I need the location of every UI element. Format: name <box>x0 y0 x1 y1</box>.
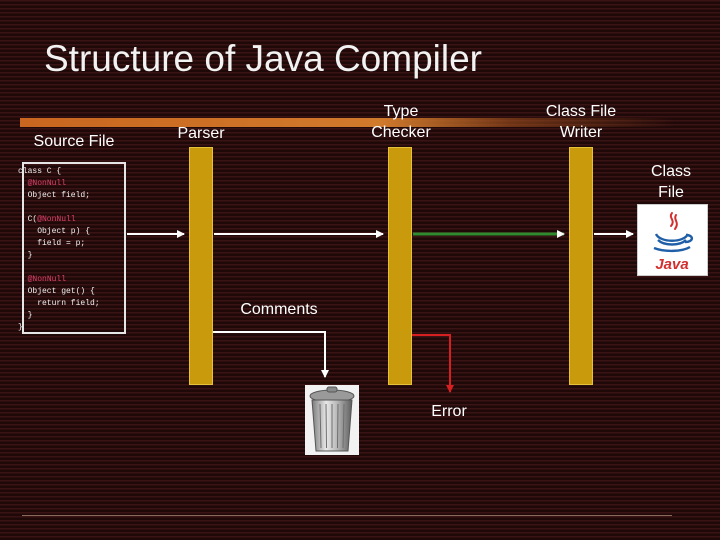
class-file-label: Class File <box>642 161 700 203</box>
page-title: Structure of Java Compiler <box>44 38 483 79</box>
code-line: C(@NonNull <box>18 214 100 226</box>
type-checker-label: Type Checker <box>357 101 445 143</box>
arrow-type-checker-to-error <box>412 334 454 393</box>
code-line: } <box>18 322 100 334</box>
code-text: Object get() { <box>18 287 95 296</box>
code-text: return field; <box>18 299 100 308</box>
class-file-writer-label-line2: Writer <box>559 124 603 141</box>
code-annotation: @NonNull <box>27 275 67 284</box>
code-line: Object field; <box>18 190 100 202</box>
trash-can-icon <box>305 385 359 455</box>
parser-label: Parser <box>177 125 225 142</box>
java-logo-icon: Java <box>637 204 708 276</box>
class-file-writer-label-line1: Class File <box>545 103 617 120</box>
title-underline <box>20 118 675 127</box>
parser-stage-bar <box>189 147 213 385</box>
code-line: } <box>18 250 100 262</box>
class-file-label-line2: File <box>658 184 684 201</box>
code-line: Object get() { <box>18 286 100 298</box>
code-text: Object field; <box>18 191 91 200</box>
code-text: class C { <box>18 167 62 176</box>
source-code-box <box>22 162 126 334</box>
source-code: class C { @NonNull Object field; C(@NonN… <box>18 166 100 334</box>
class-file-writer-label: Class File Writer <box>535 101 627 143</box>
class-file-writer-stage-bar <box>569 147 593 385</box>
code-line: return field; <box>18 298 100 310</box>
code-line: field = p; <box>18 238 100 250</box>
error-label: Error <box>431 403 467 420</box>
code-annotation: @NonNull <box>37 215 76 224</box>
type-checker-label-line2: Checker <box>371 124 431 141</box>
code-line: Object p) { <box>18 226 100 238</box>
code-text: field = p; <box>18 239 86 248</box>
code-text: Object p) { <box>18 227 91 236</box>
type-checker-label-line1: Type <box>383 103 419 120</box>
code-line: class C { <box>18 166 100 178</box>
class-file-label-line1: Class <box>650 163 691 180</box>
source-file-label: Source File <box>33 133 115 150</box>
code-text: C( <box>18 215 38 224</box>
type-checker-stage-bar <box>388 147 412 385</box>
java-logo-text: Java <box>655 256 688 273</box>
code-line: } <box>18 310 100 322</box>
code-line: @NonNull <box>18 178 100 190</box>
code-annotation: @NonNull <box>27 179 67 188</box>
code-line: @NonNull <box>18 274 100 286</box>
arrow-parser-to-comments <box>213 331 329 378</box>
comments-label: Comments <box>240 301 318 318</box>
code-text: } <box>18 251 33 260</box>
bottom-rule <box>22 515 672 516</box>
code-text: } <box>18 311 33 320</box>
code-text: } <box>18 323 23 332</box>
